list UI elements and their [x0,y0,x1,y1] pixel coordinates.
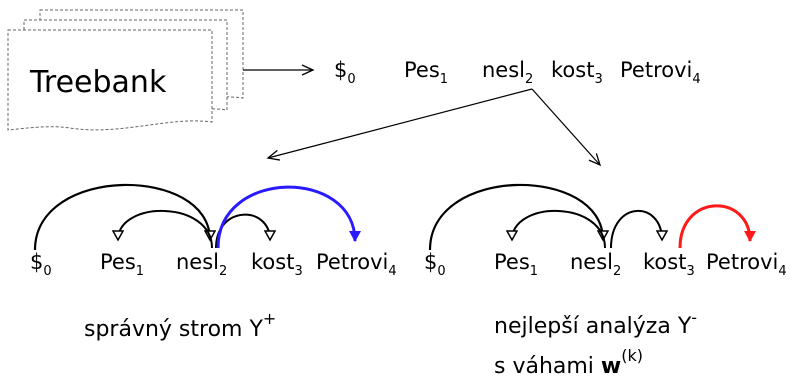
best-analysis-caption-line2: s váhami w(k) [494,346,643,379]
left-token-3: kost3 [251,250,303,279]
top-token-2: nesl2 [482,58,533,87]
arc-nesl-to-pes-right [512,210,606,249]
left-token-0: $0 [30,250,52,279]
right-token-1: Pes1 [494,250,538,279]
left-token-1: Pes1 [100,250,144,279]
top-token-4: Petrovi4 [620,58,701,87]
left-token-2: nesl2 [176,250,227,279]
best-analysis-arcs [428,183,756,251]
treebank-document-stack-icon [7,9,244,131]
correct-tree-sentence: $0 Pes1 nesl2 kost3 Petrovi4 [30,250,397,279]
best-analysis-sentence: $0 Pes1 nesl2 kost3 Petrovi4 [424,250,787,279]
left-token-4: Petrovi4 [316,250,397,279]
top-token-3: kost3 [551,58,603,87]
arc-root-to-nesl-right [428,183,603,251]
top-token-1: Pes1 [404,58,448,87]
right-token-3: kost3 [643,250,695,279]
arc-kost-to-petrovi-highlight [678,204,756,249]
arc-nesl-to-kost-right [610,210,662,249]
arc-nesl-to-pes [118,210,213,249]
arc-root-to-nesl [33,183,210,251]
best-analysis-caption-line1: nejlepší analýza Y- [494,308,697,339]
arc-nesl-to-petrovi-highlight [216,185,361,249]
correct-tree-caption: správný strom Y+ [84,309,276,342]
top-sentence: $0 Pes1 nesl2 kost3 Petrovi4 [334,58,701,87]
right-token-4: Petrovi4 [706,250,787,279]
top-token-0: $0 [334,58,356,87]
arrow-to-correct-tree [266,88,533,161]
arrow-to-best-analysis [531,88,602,167]
correct-tree-arcs [33,183,361,251]
right-token-0: $0 [424,250,446,279]
treebank-label: Treebank [29,65,167,100]
right-token-2: nesl2 [570,250,621,279]
